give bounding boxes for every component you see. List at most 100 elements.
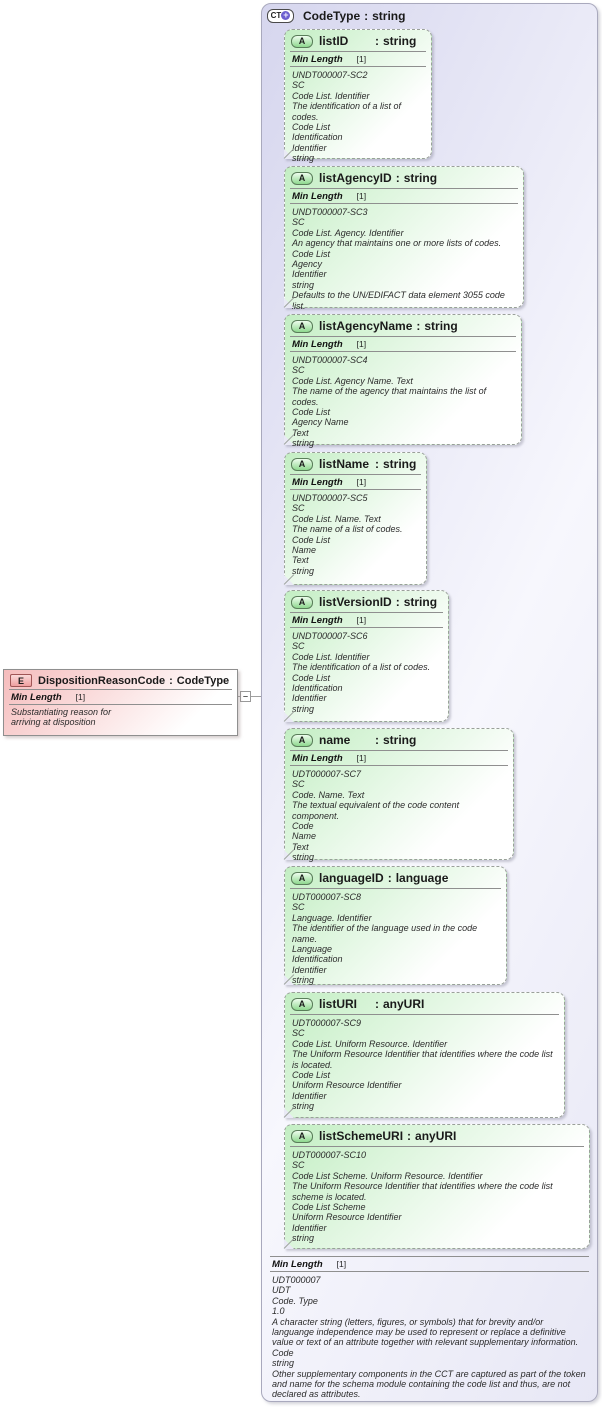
divider [290,627,443,628]
attribute-box-listagencyname[interactable]: A listAgencyName:string Min Length [1] U… [284,314,522,448]
attribute-badge-icon: A [291,871,313,885]
facet-row: Min Length [1] [285,52,431,66]
divider [270,1256,589,1257]
colon-separator: : [395,171,400,185]
facet-value: [1] [356,477,367,487]
divider [290,489,421,490]
element-title: E DispositionReasonCode:CodeType [4,670,237,689]
colon-separator: : [375,733,379,747]
divider [290,612,443,613]
colon-separator: : [375,997,379,1011]
facet-name: Min Length [292,753,343,764]
facet-value: [1] [356,191,367,201]
facet-row: Min Length [1] [285,337,521,351]
divider [9,704,232,705]
attribute-title: A name:string [285,729,513,750]
annotation-text: UNDT000007-SC4 SC Code List. Agency Name… [292,355,487,449]
annotation-text: UDT000007-SC10 SC Code List Scheme. Unif… [292,1150,553,1244]
attribute-name: listURI [319,997,358,1011]
divider [290,888,501,889]
divider [290,51,426,52]
complextype-badge-icon: CT + [267,8,294,23]
attribute-type: anyURI [415,1129,457,1143]
annotation-text: UNDT000007-SC3 SC Code List. Agency. Ide… [292,207,505,311]
attribute-badge-icon: A [291,595,313,609]
facet-value: [1] [356,753,367,763]
attribute-title: A listAgencyName:string [285,315,521,336]
divider [290,203,518,204]
divider [290,336,516,337]
attribute-badge-icon: A [291,457,313,471]
annotation-text: UNDT000007-SC6 SC Code List. Identifier … [292,631,431,714]
facet-row: Min Length [1] [265,1257,594,1271]
attribute-title: A listURI:anyURI [285,993,564,1014]
attribute-badge-icon: A [291,733,313,747]
attribute-name: listID [319,34,349,48]
attribute-name: listVersionID [319,595,392,609]
facet-value: [1] [356,54,367,64]
annotation-text: UNDT000007-SC5 SC Code List. Name. Text … [292,493,403,576]
annotation-text: UDT000007-SC8 SC Language. Identifier Th… [292,892,478,986]
attribute-type: string [424,319,458,333]
attribute-badge-icon: A [291,319,313,333]
attribute-type: string [403,171,438,185]
complextype-title: CodeType:string [303,8,405,23]
colon-separator: : [375,457,379,471]
complextype-base-type: string [372,9,406,23]
attribute-name: listName [319,457,370,471]
attribute-title: A listSchemeURI:anyURI [285,1125,589,1146]
attribute-box-languageid[interactable]: A languageID:language UDT000007-SC8 SC L… [284,866,507,985]
facet-name: Min Length [292,339,343,350]
facet-name: Min Length [11,692,62,703]
facet-name: Min Length [292,54,343,65]
divider [9,689,232,690]
attribute-box-listagencyid[interactable]: A listAgencyID:string Min Length [1] UND… [284,166,524,311]
attribute-badge-icon: A [291,1129,313,1143]
facet-row: Min Length [1] [285,475,426,489]
colon-separator: : [407,1129,412,1143]
complextype-header: CT + CodeType:string [267,8,405,23]
annotation-text: UDT000007-SC9 SC Code List. Uniform Reso… [292,1018,553,1112]
element-facet-row: Min Length [1] [4,690,237,704]
divider [290,1146,584,1147]
attribute-box-listversionid[interactable]: A listVersionID:string Min Length [1] UN… [284,590,449,722]
divider [290,1014,559,1015]
divider [270,1271,589,1272]
divider [290,351,516,352]
attribute-badge-icon: A [291,34,313,48]
element-connector-line [238,696,278,697]
element-type: CodeType [176,674,230,687]
complextype-name: CodeType [303,9,361,23]
attribute-title: A listVersionID:string [285,591,448,612]
attribute-type: string [383,457,417,471]
divider [290,188,518,189]
attribute-box-listid[interactable]: A listID:string Min Length [1] UNDT00000… [284,29,432,163]
annotation-text: UDT000007 UDT Code. Type 1.0 A character… [272,1275,586,1400]
attribute-title: A listAgencyID:string [285,167,523,188]
element-name: DispositionReasonCode [38,674,166,687]
attribute-box-name[interactable]: A name:string Min Length [1] UDT000007-S… [284,728,514,862]
attribute-name: listSchemeURI [319,1129,404,1143]
attribute-name: languageID [319,871,384,885]
attribute-box-listuri[interactable]: A listURI:anyURI UDT000007-SC9 SC Code L… [284,992,565,1118]
element-box[interactable]: E DispositionReasonCode:CodeType Min Len… [3,669,238,736]
facet-value: [1] [336,1259,347,1269]
divider [290,765,508,766]
plus-icon: + [281,10,291,20]
facet-row: Min Length [1] [285,751,513,765]
collapse-icon[interactable]: – [240,691,251,702]
attribute-name: listAgencyName [319,319,413,333]
colon-separator: : [395,595,400,609]
colon-separator: : [364,9,369,23]
annotation-text: UDT000007-SC7 SC Code. Name. Text The te… [292,769,460,863]
attribute-type: string [383,733,417,747]
attribute-title: A listID:string [285,30,431,51]
attribute-box-listname[interactable]: A listName: string Min Length [1] UNDT000… [284,452,427,585]
facet-name: Min Length [272,1259,323,1270]
complextype-container: CT + CodeType:string A listID:string Min… [261,3,598,1402]
complextype-footer: Min Length [1] UDT000007 UDT Code. Type … [265,1256,594,1403]
facet-value: [1] [356,615,367,625]
divider [290,66,426,67]
attribute-box-listschemeuri[interactable]: A listSchemeURI:anyURI UDT000007-SC10 SC… [284,1124,590,1249]
attribute-badge-icon: A [291,171,313,185]
